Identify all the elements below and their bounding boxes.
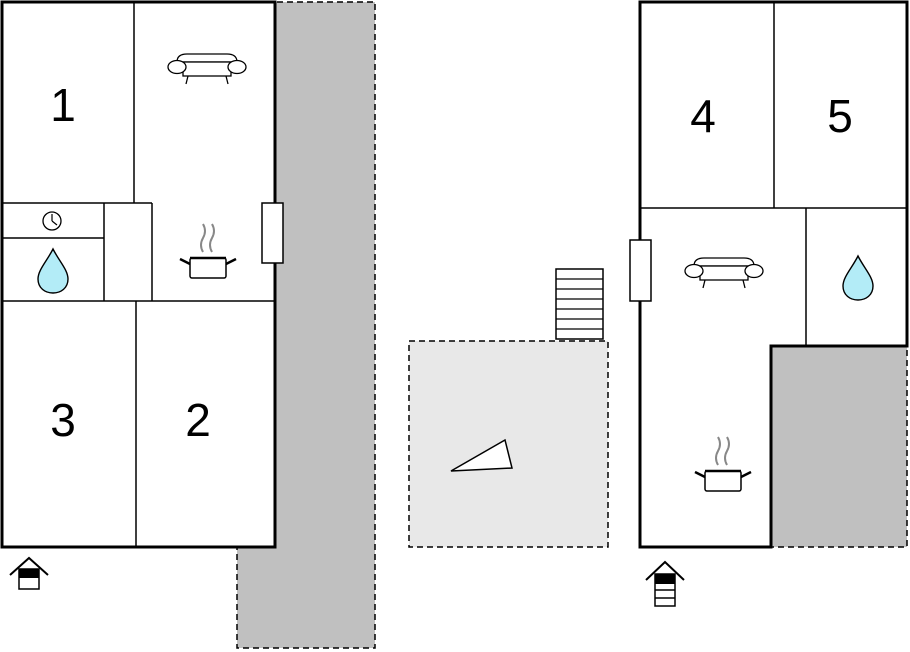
house-entrance-icon <box>645 560 685 607</box>
room-3-label: 3 <box>50 394 76 446</box>
house-entrance-icon <box>9 556 49 590</box>
window-icon <box>629 239 652 302</box>
room-1-label: 1 <box>50 79 76 131</box>
room-2-label: 2 <box>185 394 211 446</box>
ground-floor: 1 3 2 <box>0 0 284 549</box>
stairs-icon <box>555 268 604 340</box>
upper-floor: 4 5 <box>629 0 909 549</box>
terrace-right <box>770 345 908 548</box>
triangle-icon <box>450 438 513 472</box>
room-5-label: 5 <box>827 90 853 142</box>
room-4-label: 4 <box>690 90 716 142</box>
garden <box>408 340 609 548</box>
upper-floor-walls <box>638 0 909 549</box>
clock-icon <box>42 211 62 231</box>
window-icon <box>261 202 284 264</box>
